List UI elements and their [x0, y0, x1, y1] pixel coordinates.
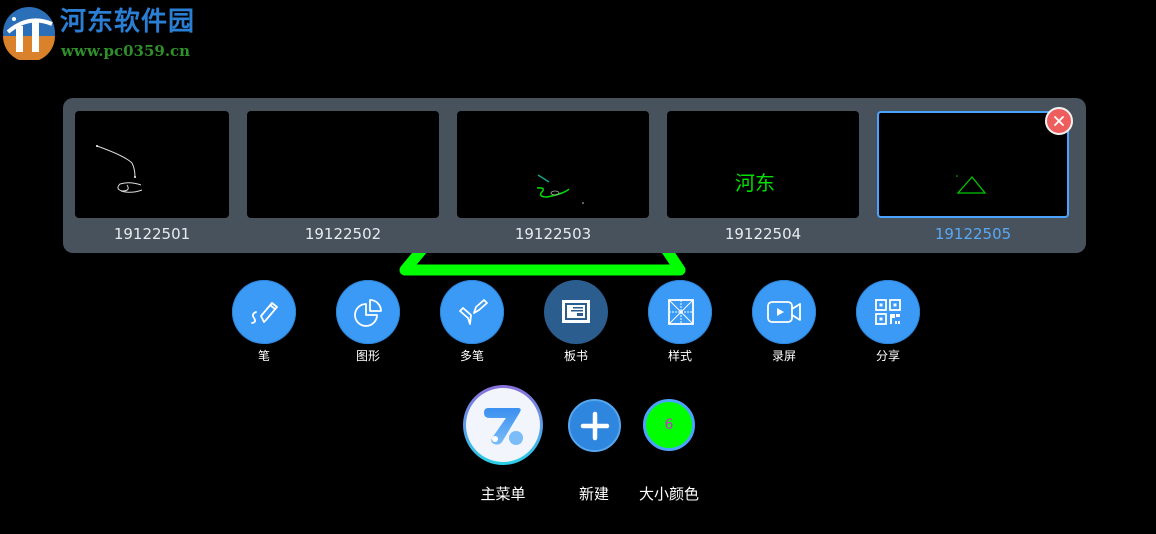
page-thumbnail-1[interactable]	[75, 111, 229, 218]
new-page-label: 新建	[578, 485, 609, 503]
qr-code-icon	[875, 299, 901, 325]
style-label: 样式	[667, 349, 692, 363]
blackboard-label: 板书	[563, 349, 588, 363]
size-color-label: 大小颜色	[638, 485, 699, 503]
pages-panel: 19122501 19122502 19122503 河东 19122504 1…	[63, 98, 1086, 253]
multi-pen-button[interactable]	[440, 280, 504, 344]
page-thumbnail-4[interactable]: 河东	[667, 111, 859, 218]
pen-label: 笔	[257, 349, 270, 363]
main-menu-button[interactable]	[463, 385, 543, 465]
page-label-4: 19122504	[724, 225, 802, 243]
svg-text:河东: 河东	[735, 171, 775, 195]
pen-icon	[251, 302, 278, 324]
main-menu-label: 主菜单	[480, 485, 526, 503]
multi-pen-label: 多笔	[459, 349, 484, 363]
page-thumbnail-2[interactable]	[247, 111, 439, 218]
pen-size-value: 6	[664, 417, 674, 433]
watermark-logo-icon	[3, 7, 55, 60]
watermark-title: 河东软件园	[60, 7, 196, 37]
share-button[interactable]	[856, 280, 920, 344]
page-label-3: 19122503	[514, 225, 592, 243]
green-triangle-drawing	[956, 175, 987, 194]
screen-record-button[interactable]	[752, 280, 816, 344]
delete-page-button[interactable]	[1045, 107, 1073, 135]
shape-label: 图形	[355, 349, 380, 363]
page-label-5: 19122505	[934, 225, 1012, 243]
video-camera-icon	[767, 301, 801, 323]
shape-button[interactable]	[336, 280, 400, 344]
page-label-2: 19122502	[304, 225, 382, 243]
multi-pen-icon	[459, 299, 488, 325]
white-scribble-drawing	[96, 145, 143, 193]
pie-chart-icon	[354, 299, 382, 327]
page-label-1: 19122501	[113, 225, 191, 243]
blackboard-icon	[562, 300, 590, 323]
pen-button[interactable]	[232, 280, 296, 344]
canvas-drawing-trapezoid	[399, 240, 686, 276]
close-icon	[1054, 116, 1064, 126]
screen-record-label: 录屏	[771, 349, 796, 363]
page-thumbnail-5[interactable]	[877, 111, 1069, 218]
grid-style-icon	[668, 299, 694, 325]
app-logo-icon	[484, 408, 523, 445]
plus-icon	[580, 411, 609, 440]
green-text-drawing: 河东	[735, 171, 775, 195]
page-thumbnail-3[interactable]	[457, 111, 649, 218]
green-scribble-drawing	[536, 174, 584, 204]
share-label: 分享	[875, 349, 900, 363]
style-button[interactable]	[648, 280, 712, 344]
new-page-button[interactable]	[568, 399, 621, 452]
size-color-button[interactable]: 6	[643, 399, 695, 451]
watermark-url: www.pc0359.cn	[61, 42, 191, 60]
blackboard-button[interactable]	[544, 280, 608, 344]
